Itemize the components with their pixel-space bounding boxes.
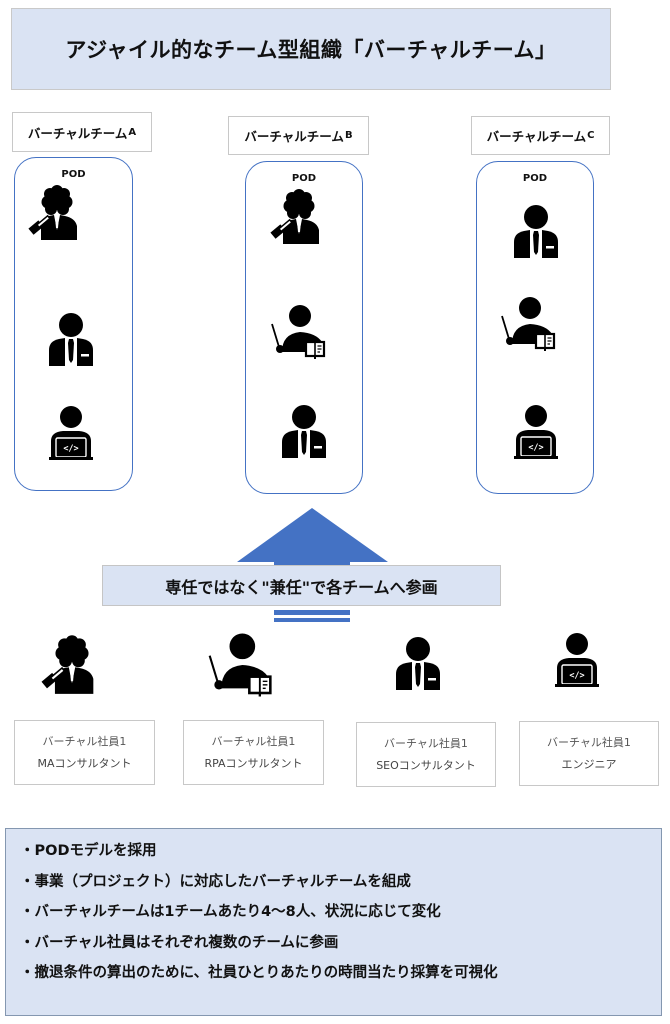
pod-team-b: POD (245, 161, 363, 494)
employee-card-engineer: バーチャル社員1 エンジニア (519, 721, 659, 786)
judge-icon (269, 186, 329, 246)
up-arrow (237, 508, 388, 622)
judge-icon (40, 632, 104, 696)
team-a-suffix: A (128, 126, 137, 138)
team-c-name: バーチャルチーム (486, 129, 587, 144)
developer-icon (41, 403, 101, 463)
note-item: ・PODモデルを採用 (20, 843, 157, 859)
employee-role: SEOコンサルタント (376, 758, 476, 772)
arrow-shaft-stripe (274, 610, 350, 615)
developer-icon (547, 628, 607, 692)
pod-a-label: POD (61, 169, 86, 180)
employee-card-rpa: バーチャル社員1 RPAコンサルタント (183, 720, 324, 785)
note-item: ・事業（プロジェクト）に対応したバーチャルチームを組成 (20, 873, 411, 890)
team-c-suffix: C (587, 130, 595, 141)
team-b-name: バーチャルチーム (244, 129, 344, 144)
note-item: ・バーチャルチームは1チームあたり4〜8人、状況に応じて変化 (20, 904, 441, 920)
developer-icon (506, 402, 566, 462)
employee-card-ma: バーチャル社員1 MAコンサルタント (14, 720, 155, 785)
employee-role: MAコンサルタント (37, 756, 132, 770)
teacher-icon (268, 302, 328, 362)
pod-b-label: POD (291, 173, 317, 184)
team-a-name: バーチャルチーム (27, 125, 128, 141)
employee-role: RPAコンサルタント (204, 756, 303, 770)
teacher-icon (498, 294, 558, 354)
arrow-shaft-stripe (274, 618, 350, 622)
employee-card-seo: バーチャル社員1 SEOコンサルタント (356, 722, 496, 787)
businessman-icon (506, 200, 566, 260)
title-box: アジャイル的なチーム型組織「バーチャルチーム」 (11, 8, 611, 90)
businessman-icon (274, 400, 334, 460)
employee-title: バーチャル社員1 (547, 735, 631, 749)
employee-title: バーチャル社員1 (211, 734, 296, 748)
businessman-icon (388, 632, 448, 692)
notes-box: ・PODモデルを採用 ・事業（プロジェクト）に対応したバーチャルチームを組成 ・… (5, 828, 662, 1016)
participation-banner: 専任ではなく"兼任"で各チームへ参画 (102, 565, 501, 606)
pod-team-c: POD (476, 161, 594, 494)
banner-text: 専任ではなく"兼任"で各チームへ参画 (165, 577, 438, 597)
pod-team-a: POD (14, 157, 133, 491)
employee-title: バーチャル社員1 (384, 736, 468, 750)
arrow-head (237, 508, 388, 567)
businessman-icon (41, 308, 101, 368)
team-b-suffix: B (344, 130, 353, 141)
note-item: ・撤退条件の算出のために、社員ひとりあたりの時間当たり採算を可視化 (20, 965, 498, 981)
note-item: ・バーチャル社員はそれぞれ複数のチームに参画 (20, 934, 339, 951)
judge-icon (27, 182, 87, 242)
employee-title: バーチャル社員1 (42, 734, 127, 748)
page-title: アジャイル的なチーム型組織「バーチャルチーム」 (65, 38, 557, 62)
employee-role: エンジニア (561, 757, 617, 771)
pod-c-label: POD (522, 173, 548, 184)
teacher-icon (205, 630, 275, 700)
